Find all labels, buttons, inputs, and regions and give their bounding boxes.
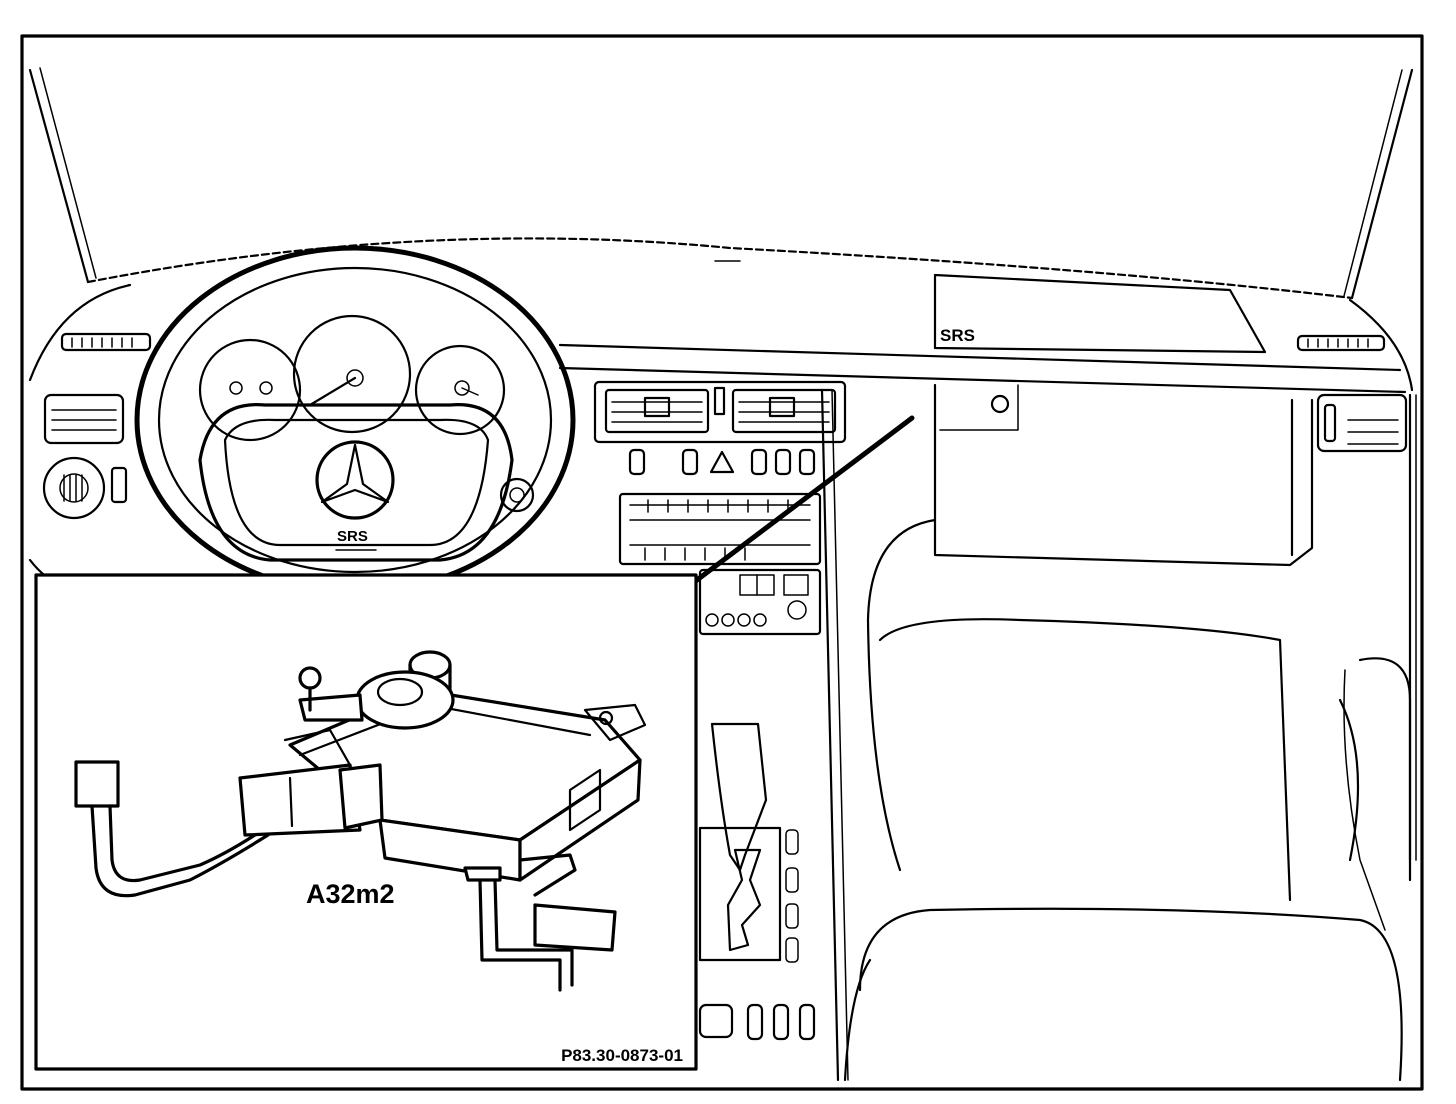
dashboard-body	[28, 283, 1417, 862]
left-gauge	[198, 338, 302, 442]
dash-srs-label: SRS	[940, 326, 975, 345]
right-vents	[1296, 334, 1408, 453]
figure-frame	[20, 34, 1424, 1091]
glove-box-lock-icon	[990, 394, 1010, 414]
left-vents	[43, 332, 152, 445]
actuator-a32m2	[238, 650, 647, 992]
switch-row	[628, 448, 816, 476]
component-label: A32m2	[306, 879, 395, 909]
center-console	[698, 388, 849, 1082]
center-vents	[593, 380, 847, 444]
steering-srs-label: SRS	[337, 528, 368, 545]
gear-lever	[710, 722, 768, 872]
climate-control	[698, 568, 822, 636]
passenger-airbag-cover	[933, 273, 1267, 354]
ignition-lock-icon	[499, 477, 535, 513]
right-gauge	[414, 344, 506, 436]
hazard-icon	[709, 450, 735, 474]
passenger-seat	[843, 518, 1412, 1082]
speedometer-gauge	[292, 314, 412, 434]
light-switch-icon	[42, 456, 128, 520]
leader-line	[690, 415, 915, 586]
windshield-outline	[28, 67, 1414, 300]
glove-box	[933, 383, 1314, 567]
instrument-cluster	[198, 314, 506, 442]
inset-detail: A32m2 P83.30-0873-01	[34, 573, 698, 1071]
star-emblem-icon	[315, 440, 395, 520]
radio-unit	[618, 492, 822, 566]
figure-id-label: P83.30-0873-01	[561, 1046, 683, 1065]
